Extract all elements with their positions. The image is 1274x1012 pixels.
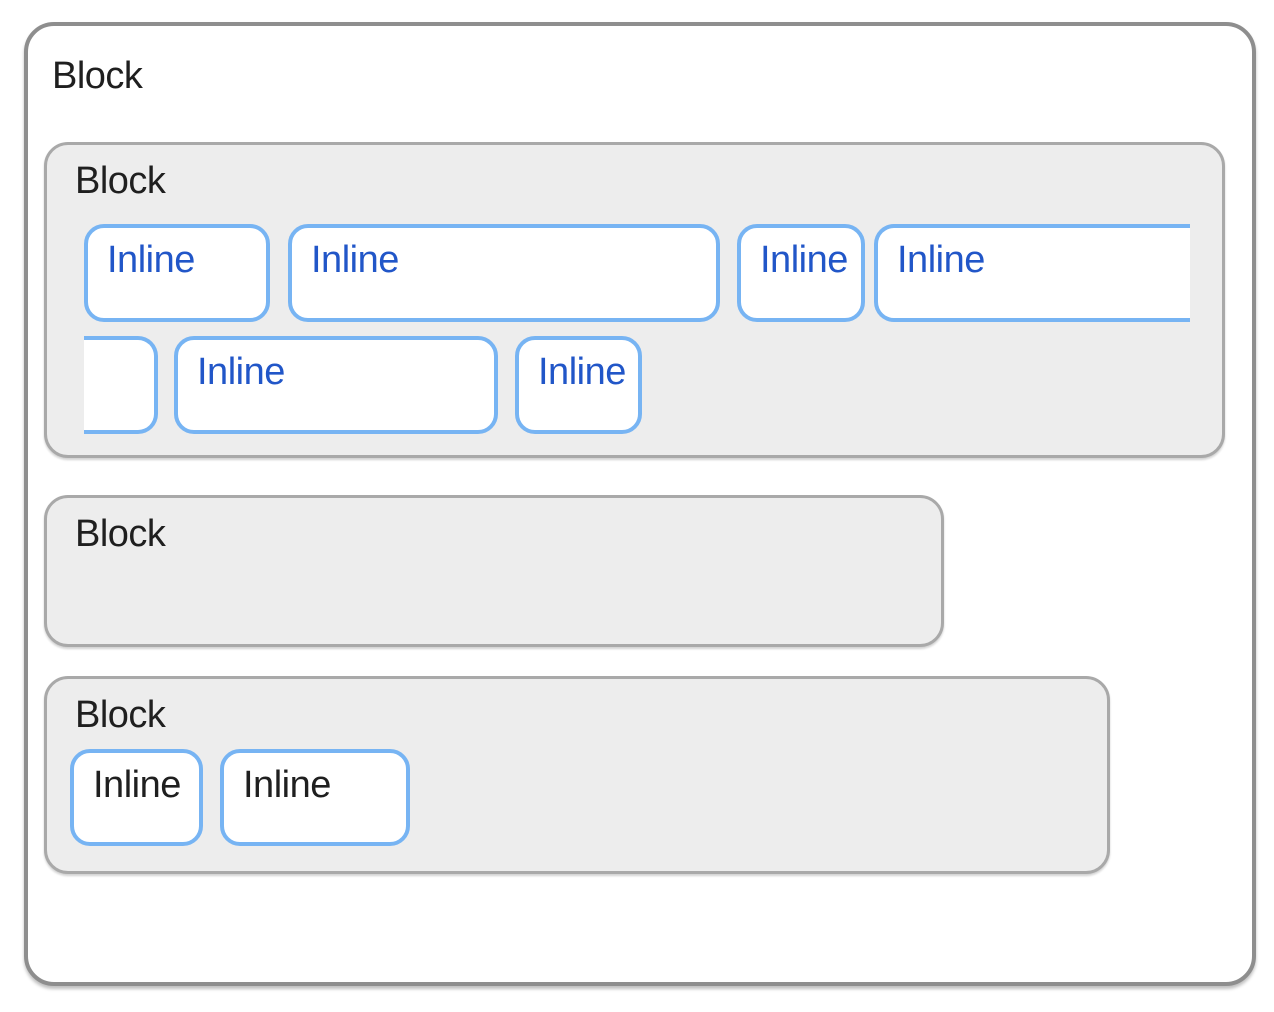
inline-box-clipped-left (84, 336, 158, 434)
inline-box: Inline (70, 749, 203, 846)
outer-block-box: Block Block Inline Inline Inline Inline … (24, 22, 1256, 986)
nested-block-3: Block Inline Inline (44, 676, 1110, 874)
nested-block-1: Block Inline Inline Inline Inline Inline… (44, 142, 1225, 458)
nested-block-2: Block (44, 495, 944, 647)
inline-box: Inline (84, 224, 270, 322)
inline-box-clipped-right: Inline (874, 224, 1190, 322)
inline-box: Inline (174, 336, 498, 434)
inline-box: Inline (737, 224, 865, 322)
inline-box: Inline (515, 336, 642, 434)
nested-block-1-label: Block (75, 160, 166, 202)
inline-box: Inline (220, 749, 410, 846)
inline-box: Inline (288, 224, 720, 322)
outer-block-label: Block (52, 55, 143, 97)
nested-block-2-label: Block (75, 513, 166, 555)
nested-block-3-label: Block (75, 694, 166, 736)
